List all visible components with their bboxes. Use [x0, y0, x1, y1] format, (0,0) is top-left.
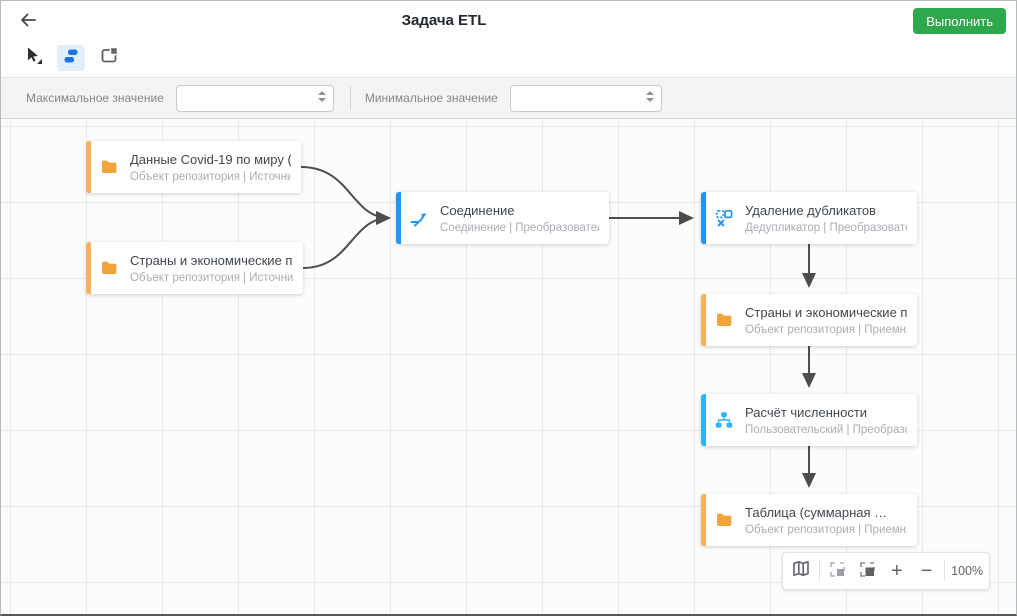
- max-value-spinner[interactable]: [317, 90, 326, 102]
- node-title: Данные Covid-19 по миру (Yan…: [130, 151, 291, 167]
- spinner-up-icon: [317, 90, 326, 95]
- pointer-tool-button[interactable]: [19, 45, 47, 71]
- merge-icon: [410, 209, 428, 227]
- nodes-tool-button[interactable]: [57, 45, 85, 71]
- back-button[interactable]: [15, 8, 41, 34]
- min-value-group: Минимальное значение: [364, 84, 662, 112]
- zoom-level: 100%: [951, 564, 984, 578]
- bring-forward-icon: [859, 561, 876, 582]
- header: Задача ETL Выполнить: [1, 1, 1016, 39]
- node-subtitle: Объект репозитория | Источник: [130, 271, 293, 284]
- node-dedup[interactable]: Удаление дубликатов Дедупликатор | Преоб…: [701, 192, 917, 244]
- folder-icon: [715, 511, 733, 529]
- flow-canvas[interactable]: Данные Covid-19 по миру (Yan… Объект реп…: [1, 119, 1016, 614]
- max-value-input[interactable]: [175, 84, 334, 112]
- min-value-input[interactable]: [509, 84, 662, 112]
- max-value-group: Максимальное значение: [26, 84, 334, 112]
- node-sink-table[interactable]: Таблица (суммарная … Объект репозитория …: [701, 494, 917, 546]
- canvas-toolbar: [1, 39, 1016, 77]
- spinner-up-icon: [645, 90, 654, 95]
- edge-countries-to-join: [302, 211, 391, 269]
- node-subtitle: Объект репозитория | Приемник: [745, 323, 907, 336]
- nodes-icon: [62, 47, 80, 70]
- spinner-down-icon: [645, 97, 654, 102]
- spinner-down-icon: [317, 97, 326, 102]
- node-subtitle: Объект репозитория | Источник: [130, 170, 291, 183]
- zoom-out-button[interactable]: −: [920, 560, 933, 582]
- node-title: Расчёт численности: [745, 404, 868, 420]
- minimap-button[interactable]: [789, 559, 813, 583]
- page-title: Задача ETL: [401, 11, 487, 29]
- folder-icon: [100, 259, 118, 277]
- max-value-label: Максимальное значение: [26, 91, 164, 105]
- zoom-controls: + − 100%: [782, 552, 990, 590]
- node-subtitle: Пользовательский | Преобразова…: [745, 423, 907, 436]
- run-button[interactable]: Выполнить: [913, 8, 1006, 34]
- node-title: Соединение: [440, 202, 515, 218]
- node-sink-countries[interactable]: Страны и экономические пок… Объект репоз…: [701, 294, 917, 346]
- minimap-icon: [792, 560, 810, 582]
- node-join[interactable]: Соединение Соединение | Преобразователь: [396, 192, 609, 244]
- cursor-icon: [24, 46, 43, 70]
- zoombar-divider: [944, 560, 946, 582]
- folder-icon: [100, 158, 118, 176]
- node-transform-calc[interactable]: Расчёт численности Пользовательский | Пр…: [701, 394, 917, 446]
- zoombar-divider: [818, 560, 820, 582]
- fit-view-tool-button[interactable]: [95, 45, 123, 71]
- tree-icon: [715, 411, 733, 429]
- min-value-label: Минимальное значение: [364, 91, 498, 105]
- node-source-countries[interactable]: Страны и экономические пок… Объект репоз…: [86, 242, 303, 294]
- node-subtitle: Соединение | Преобразователь: [440, 221, 599, 234]
- deduplicate-icon: [715, 209, 733, 227]
- resize-icon: [100, 46, 119, 70]
- max-value-field: [175, 84, 334, 112]
- bring-forward-button[interactable]: [855, 559, 879, 583]
- min-value-spinner[interactable]: [645, 90, 654, 102]
- filter-bar: Максимальное значение Минимальное значен…: [1, 77, 1016, 119]
- send-backward-button[interactable]: [825, 559, 849, 583]
- send-backward-icon: [829, 561, 846, 582]
- node-title: Удаление дубликатов: [745, 202, 876, 218]
- node-source-covid[interactable]: Данные Covid-19 по миру (Yan… Объект реп…: [86, 141, 301, 193]
- min-value-field: [509, 84, 662, 112]
- node-title: Таблица (суммарная …: [745, 504, 888, 520]
- node-subtitle: Объект репозитория | Приемник: [745, 523, 907, 536]
- arrow-left-icon: [19, 11, 37, 32]
- zoom-in-button[interactable]: +: [890, 560, 903, 582]
- folder-icon: [715, 311, 733, 329]
- filter-divider: [349, 86, 351, 110]
- node-title: Страны и экономические пок…: [745, 304, 907, 320]
- edge-covid-to-join: [300, 166, 391, 225]
- node-title: Страны и экономические пок…: [130, 252, 293, 268]
- node-subtitle: Дедупликатор | Преобразователь: [745, 221, 907, 234]
